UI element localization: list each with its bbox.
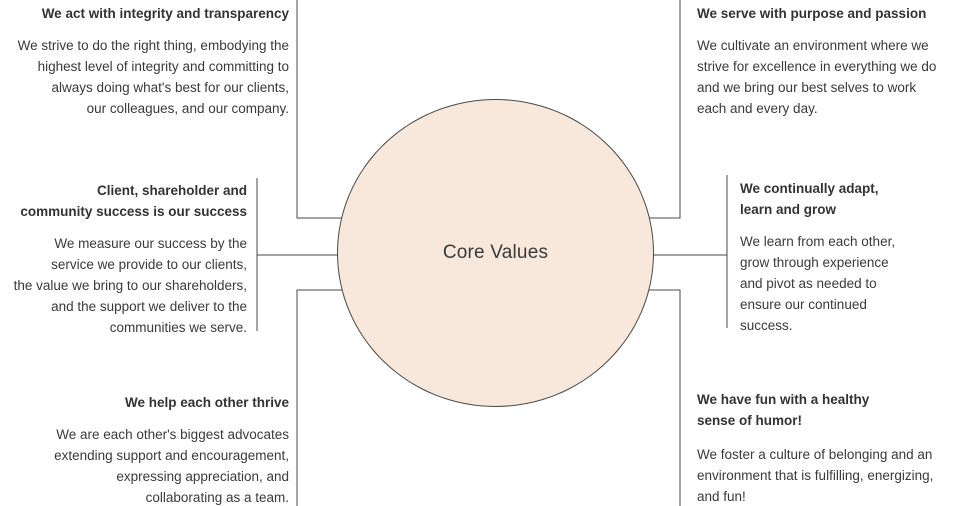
core-values-label: Core Values: [442, 242, 549, 263]
connector-bottom-right: [647, 289, 681, 506]
value-block-integrity: We act with integrity and transparency W…: [2, 3, 289, 119]
connector-top-right: [648, 0, 681, 219]
value-title-purpose: We serve with purpose and passion: [697, 6, 927, 21]
value-body-purpose: We cultivate an environment where we str…: [697, 38, 937, 116]
value-block-success: Client, shareholder and community succes…: [2, 180, 247, 338]
core-values-circle: Core Values: [337, 99, 654, 407]
value-body-fun: We foster a culture of belonging and an …: [697, 447, 934, 504]
value-title-adapt: We continually adapt, learn and grow: [740, 181, 879, 217]
value-block-adapt: We continually adapt, learn and grow We …: [740, 178, 920, 336]
value-body-adapt: We learn from each other, grow through e…: [740, 234, 896, 333]
value-title-success: Client, shareholder and community succes…: [20, 183, 247, 219]
value-title-integrity: We act with integrity and transparency: [41, 6, 289, 21]
value-title-thrive: We help each other thrive: [124, 395, 289, 410]
connector-middle-right: [651, 175, 728, 328]
value-body-thrive: We are each other's biggest advocates ex…: [54, 427, 289, 505]
value-body-integrity: We strive to do the right thing, embodyi…: [17, 38, 289, 116]
value-block-purpose: We serve with purpose and passion We cul…: [697, 3, 949, 119]
value-title-fun: We have fun with a healthy sense of humo…: [697, 392, 870, 428]
connector-bottom-left: [296, 289, 343, 506]
value-body-success: We measure our success by the service we…: [13, 236, 247, 335]
value-block-thrive: We help each other thrive We are each ot…: [2, 392, 289, 506]
connector-middle-left: [256, 178, 340, 331]
value-block-fun: We have fun with a healthy sense of humo…: [697, 389, 951, 506]
connector-top-left: [296, 0, 342, 219]
